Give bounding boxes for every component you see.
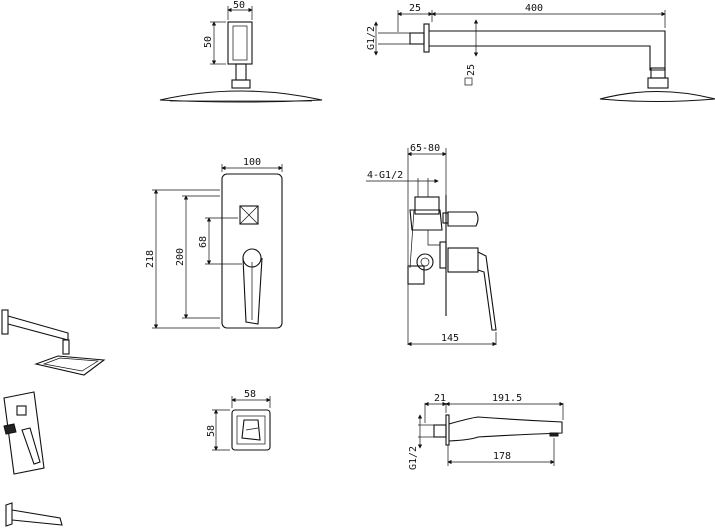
dim-spout-length: 191.5	[492, 393, 522, 404]
handshower-holder-view: 58 58	[206, 389, 271, 451]
dim-holder-width: 58	[244, 389, 256, 400]
dim-arm-length: 400	[525, 3, 543, 14]
spout-side-view: 21 191.5 G1/2 178	[408, 393, 564, 470]
valve-front-view: 100 218 200 68	[145, 157, 283, 329]
shower-arm-side-view: 25 400 G1/2 25	[366, 3, 715, 103]
dim-arm-thread: G1/2	[366, 26, 377, 50]
thumbnail-shower-arm	[1, 309, 106, 376]
dim-valve-width: 100	[243, 157, 261, 168]
dim-holder-height: 58	[206, 425, 217, 437]
label-valve-ports: 4-G1/2	[367, 170, 403, 181]
dim-head-height: 50	[203, 36, 214, 48]
valve-side-view: 65-80 4-G1/2 145	[366, 143, 497, 347]
dim-head-width: 50	[233, 0, 245, 11]
dim-spout-flange: 21	[434, 393, 446, 404]
dim-arm-flange: 25	[409, 3, 421, 14]
dim-valve-total-depth: 145	[441, 333, 459, 344]
thumbnail-spout	[5, 502, 63, 527]
dim-spout-reach: 178	[493, 451, 511, 462]
thumbnail-valve	[3, 391, 45, 475]
product-thumbnails	[1, 309, 106, 527]
dim-valve-depth: 65-80	[410, 143, 440, 154]
dim-valve-height: 200	[175, 248, 186, 266]
dim-valve-plate-height: 218	[145, 250, 156, 268]
shower-head-front-view: 50 50	[159, 0, 323, 103]
dim-valve-spacing: 68	[198, 236, 209, 248]
dim-arm-square: 25	[466, 64, 477, 76]
dim-spout-thread: G1/2	[408, 446, 419, 470]
